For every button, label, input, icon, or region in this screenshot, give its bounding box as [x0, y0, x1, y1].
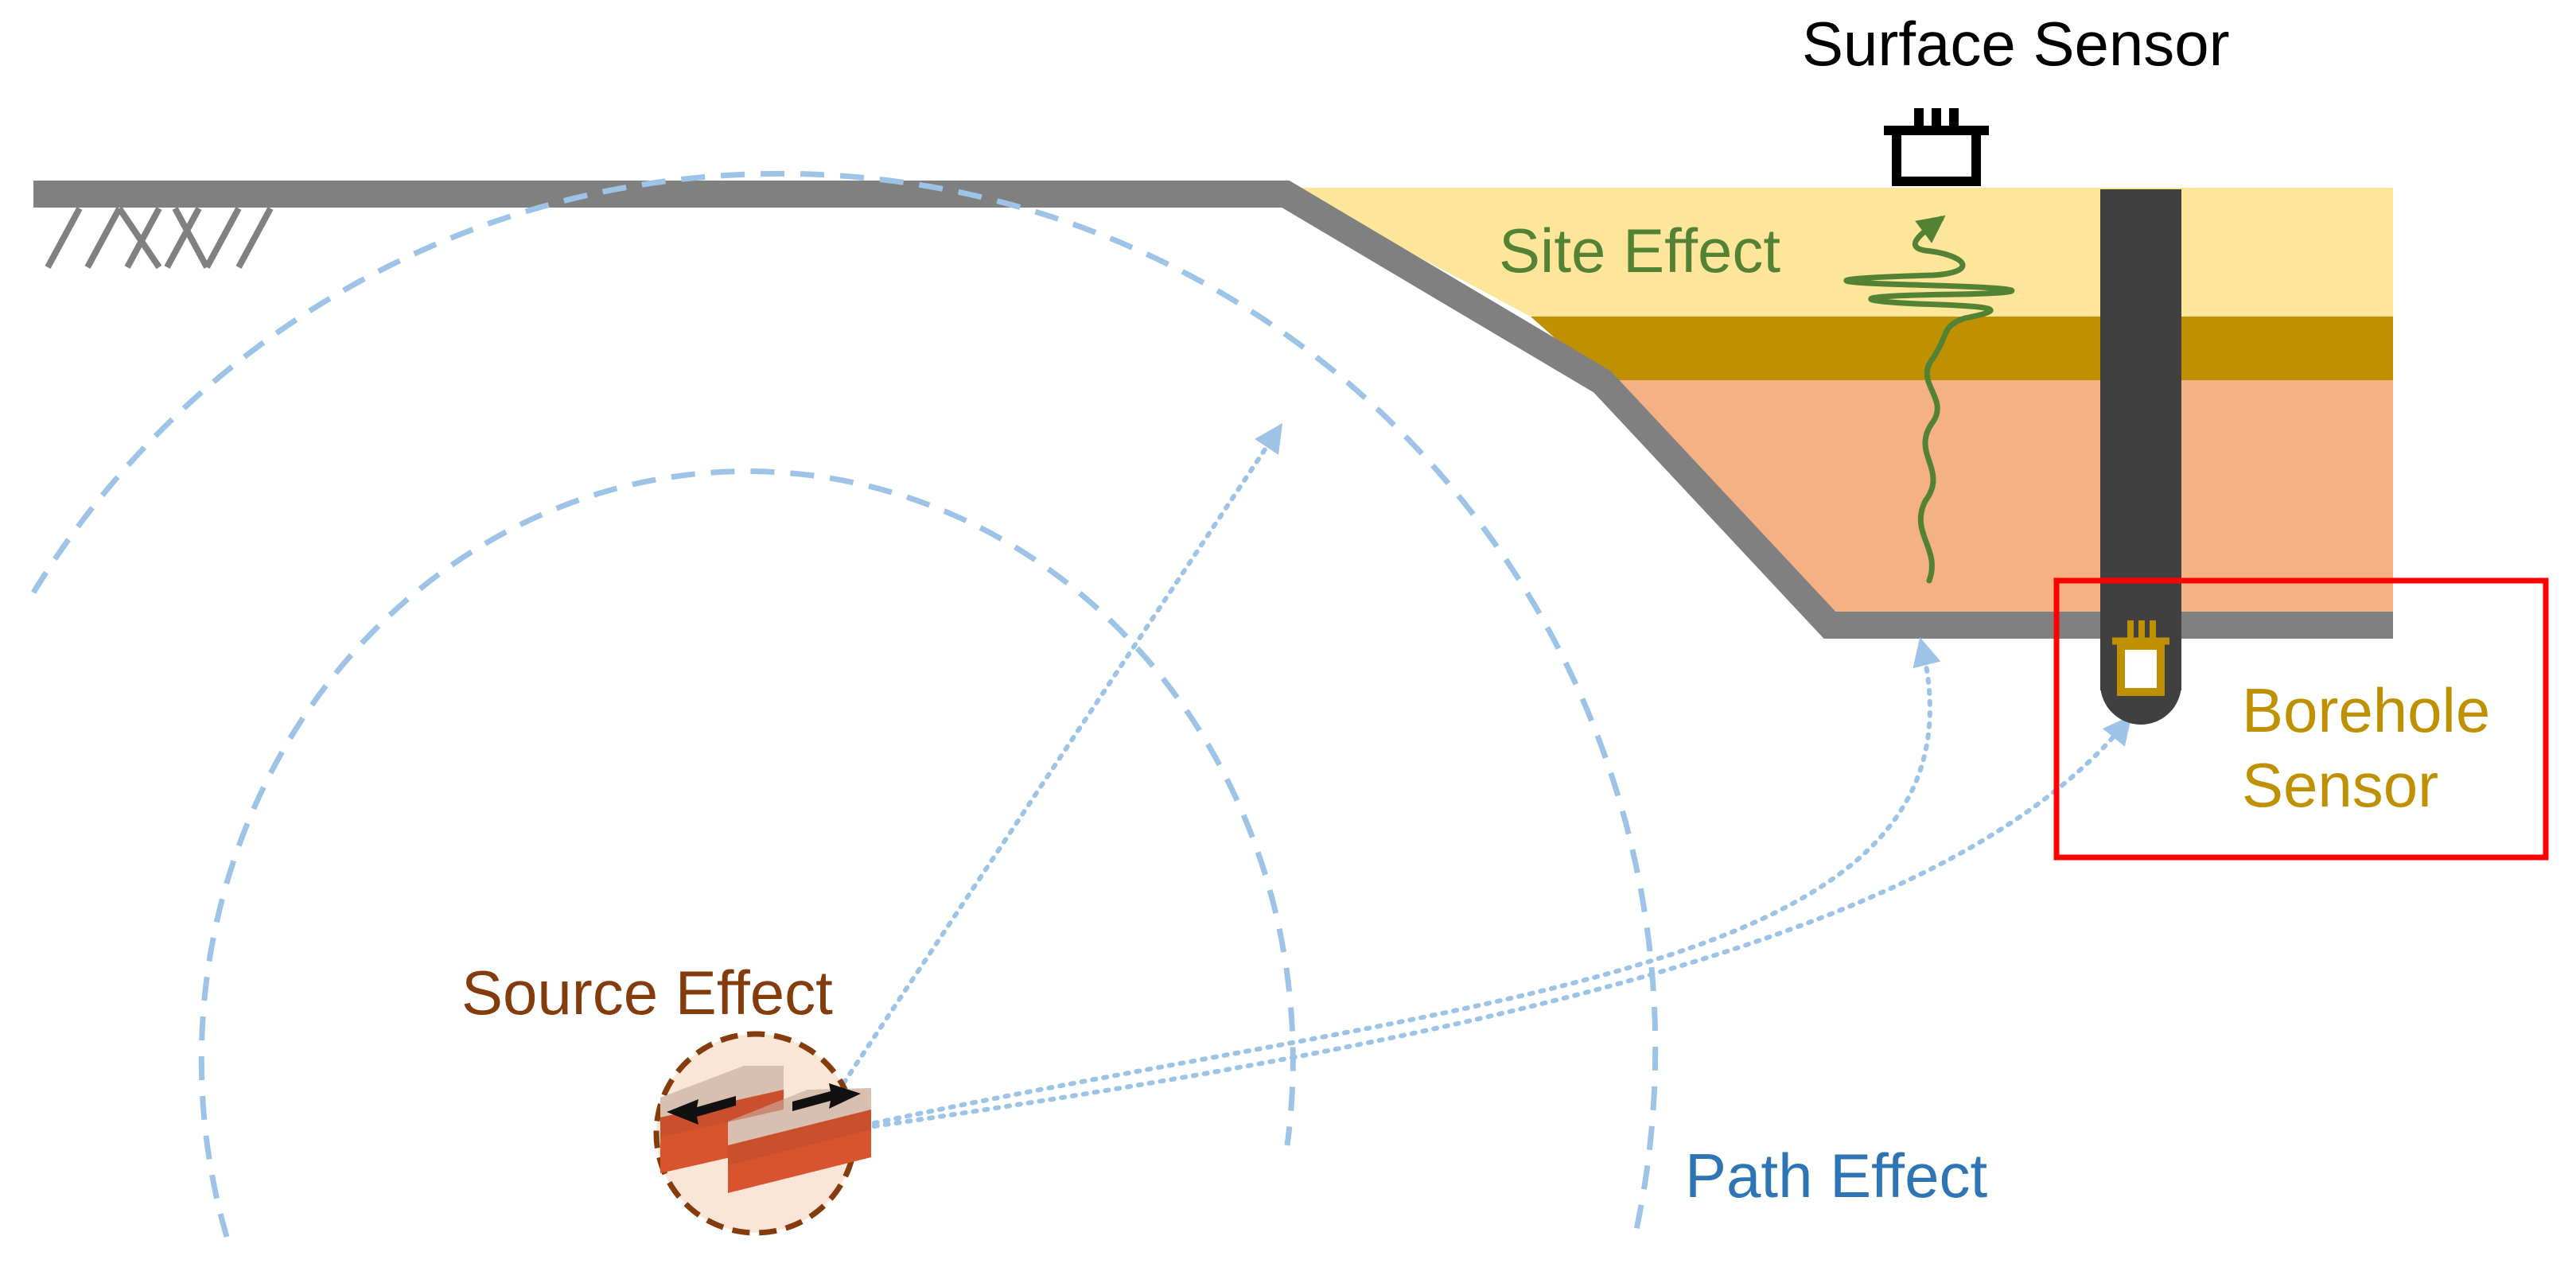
- seismometer-icon: [2112, 620, 2169, 696]
- wavefront-inner: [198, 468, 1296, 1238]
- source-effect-label: Source Effect: [461, 958, 833, 1028]
- surface-sensor-label: Surface Sensor: [1802, 9, 2230, 79]
- ray-path-up: [829, 423, 1282, 1104]
- borehole-sensor-label-line2: Sensor: [2242, 750, 2438, 820]
- hatch-icon: [45, 206, 274, 270]
- borehole-highlight-box: [2053, 577, 2549, 861]
- ground-surface-line: [33, 181, 2393, 639]
- borehole-sensor-label-line1: Borehole: [2242, 675, 2490, 745]
- seismometer-icon: [1884, 108, 1989, 186]
- path-effect-label: Path Effect: [1685, 1141, 1987, 1211]
- fault-block-icon: [653, 1031, 871, 1236]
- ray-path-surface: [861, 637, 1941, 1128]
- site-effect-label: Site Effect: [1499, 216, 1780, 286]
- ray-path-borehole: [861, 715, 2132, 1130]
- wavefront-outer: [31, 170, 1659, 1238]
- sediment-layer-middle: [1531, 317, 2393, 380]
- site-effect-wave: [1843, 215, 2014, 584]
- sediment-layer-bottom: [1602, 380, 2393, 625]
